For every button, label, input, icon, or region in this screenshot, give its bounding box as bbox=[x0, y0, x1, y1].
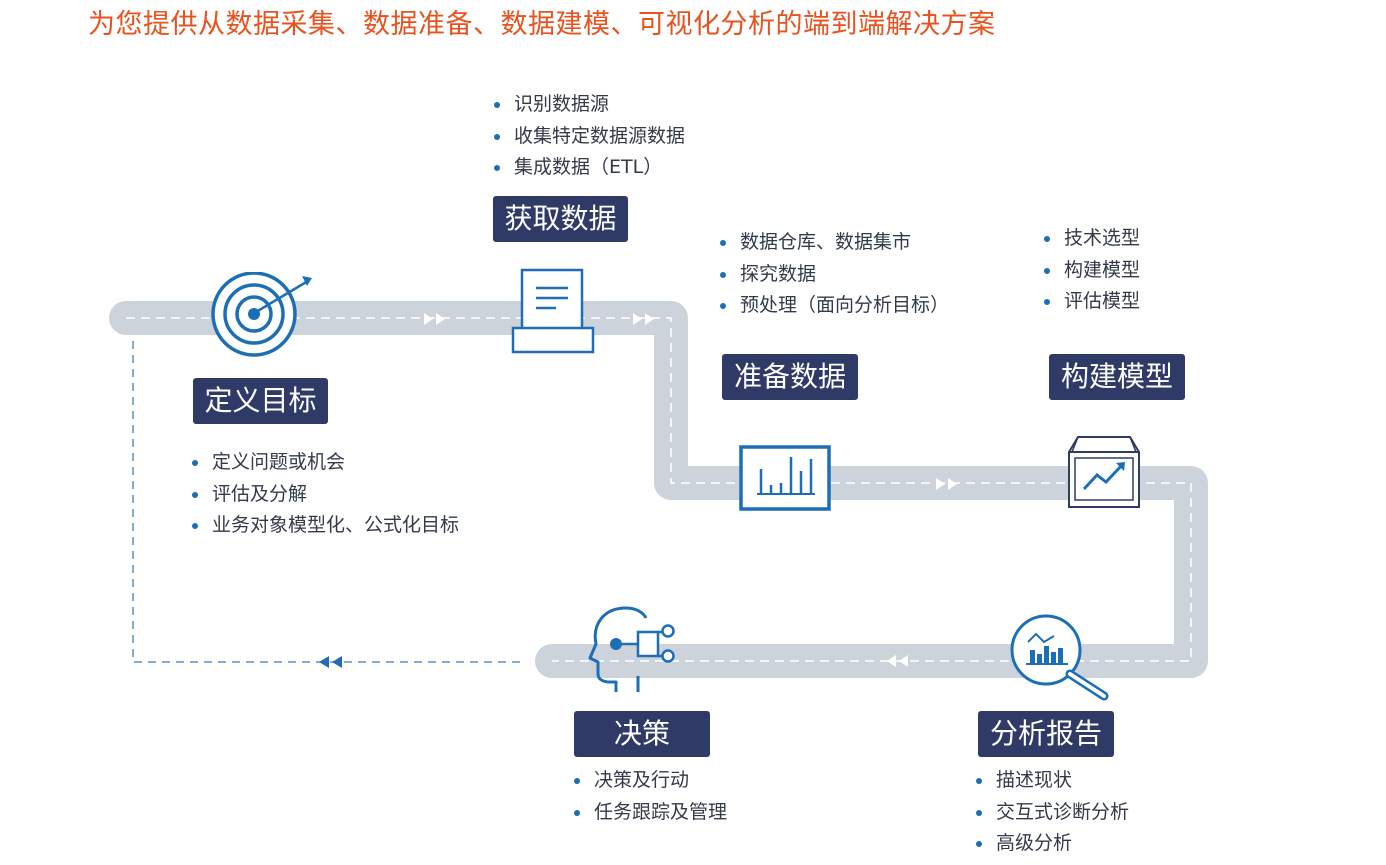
bullet-item: 数据仓库、数据集市 bbox=[718, 227, 949, 259]
bullet-item: 决策及行动 bbox=[572, 765, 727, 797]
model-bullets: 技术选型 构建模型 评估模型 bbox=[1042, 223, 1140, 318]
ai-head-icon bbox=[588, 606, 675, 692]
page-title: 为您提供从数据采集、数据准备、数据建模、可视化分析的端到端解决方案 bbox=[88, 9, 996, 40]
bullet-item: 探究数据 bbox=[718, 259, 949, 291]
stage-label-acquire: 获取数据 bbox=[493, 196, 628, 242]
stage-label-decide: 决策 bbox=[574, 711, 710, 757]
bullet-item: 高级分析 bbox=[974, 828, 1129, 860]
prepare-bullets: 数据仓库、数据集市 探究数据 预处理（面向分析目标） bbox=[718, 227, 949, 322]
bullet-item: 构建模型 bbox=[1042, 255, 1140, 287]
stage-label-prepare: 准备数据 bbox=[722, 354, 858, 400]
bullet-item: 任务跟踪及管理 bbox=[572, 797, 727, 829]
bullet-item: 业务对象模型化、公式化目标 bbox=[190, 510, 459, 542]
bullet-item: 集成数据（ETL） bbox=[492, 152, 685, 184]
bullet-item: 交互式诊断分析 bbox=[974, 797, 1129, 829]
acquire-bullets: 识别数据源 收集特定数据源数据 集成数据（ETL） bbox=[492, 89, 685, 184]
model-box-icon bbox=[1068, 436, 1140, 508]
stage-label-model: 构建模型 bbox=[1049, 354, 1185, 400]
target-icon bbox=[211, 272, 312, 357]
bar-chart-icon bbox=[739, 445, 831, 511]
bullet-item: 预处理（面向分析目标） bbox=[718, 290, 949, 322]
magnifier-chart-icon bbox=[1010, 614, 1109, 701]
stage-label-define: 定义目标 bbox=[193, 378, 328, 424]
define-bullets: 定义问题或机会 评估及分解 业务对象模型化、公式化目标 bbox=[190, 447, 459, 542]
bullet-item: 技术选型 bbox=[1042, 223, 1140, 255]
bullet-item: 描述现状 bbox=[974, 765, 1129, 797]
report-bullets: 描述现状 交互式诊断分析 高级分析 bbox=[974, 765, 1129, 860]
bullet-item: 评估模型 bbox=[1042, 286, 1140, 318]
bullet-item: 评估及分解 bbox=[190, 479, 459, 511]
return-line bbox=[132, 340, 520, 663]
decide-bullets: 决策及行动 任务跟踪及管理 bbox=[572, 765, 727, 828]
return-arrows bbox=[319, 656, 342, 668]
document-icon bbox=[511, 268, 595, 354]
road-arrows bbox=[424, 313, 957, 667]
bullet-item: 收集特定数据源数据 bbox=[492, 121, 685, 153]
bullet-item: 识别数据源 bbox=[492, 89, 685, 121]
bullet-item: 定义问题或机会 bbox=[190, 447, 459, 479]
stage-label-report: 分析报告 bbox=[978, 711, 1114, 757]
